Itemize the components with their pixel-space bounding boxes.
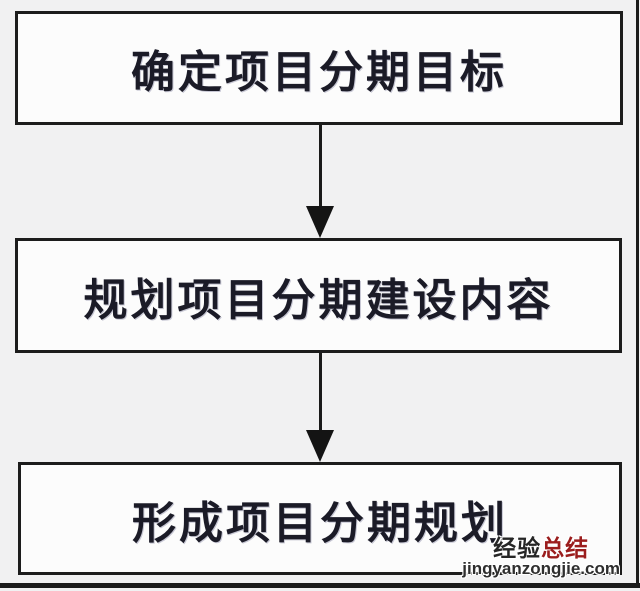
frame-right-edge	[636, 0, 639, 583]
watermark-title: 经验总结	[462, 536, 620, 560]
flow-step-1-label: 确定项目分期目标	[131, 48, 507, 97]
watermark-domain: jingyanzongjie.com	[462, 559, 620, 578]
flow-step-3-label: 形成项目分期规划	[132, 498, 508, 548]
watermark: 经验总结 jingyanzongjie.com	[462, 536, 620, 578]
watermark-title-red: 总结	[541, 535, 590, 561]
flow-step-3-box: 形成项目分期规划	[18, 462, 622, 575]
flow-step-2-label: 规划项目分期建设内容	[83, 275, 554, 325]
watermark-title-dark: 经验	[493, 535, 542, 561]
flow-step-1-box: 确定项目分期目标	[15, 11, 623, 125]
connector-1-line	[319, 125, 322, 208]
frame-bottom-edge	[0, 583, 640, 588]
arrow-down-icon	[306, 430, 334, 462]
flow-step-2-box: 规划项目分期建设内容	[15, 238, 622, 353]
connector-2-line	[319, 353, 322, 432]
arrow-down-icon	[306, 206, 334, 238]
